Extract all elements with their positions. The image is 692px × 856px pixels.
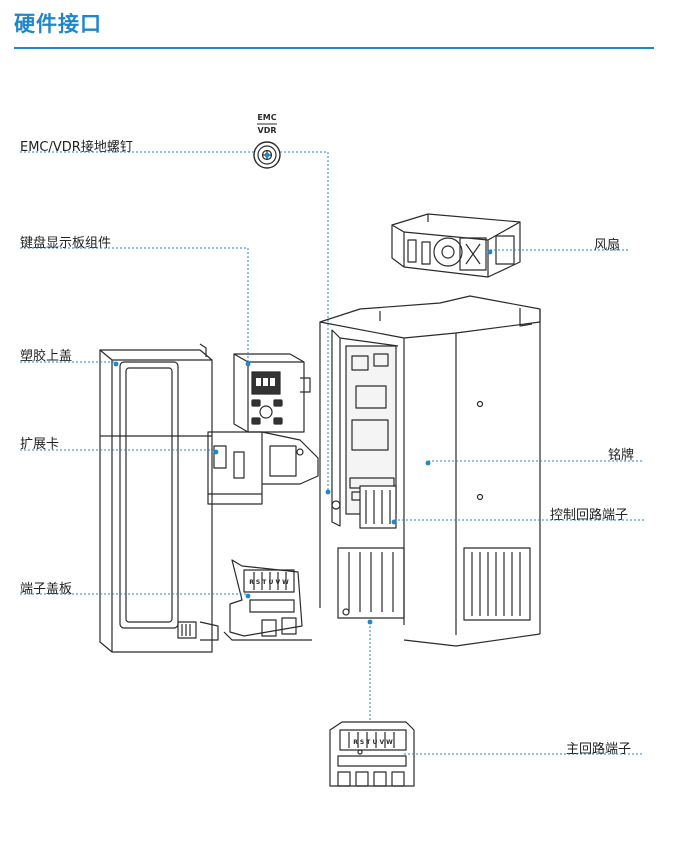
keypad-icon xyxy=(233,353,311,433)
vdr-mark: VDR xyxy=(258,126,277,135)
label-expansion-card: 扩展卡 xyxy=(20,437,60,452)
terminal-cover-marks: R S T U V W xyxy=(249,579,289,586)
label-plastic-cover: 塑胶上盖 xyxy=(20,349,73,364)
label-keypad: 键盘显示板组件 xyxy=(20,236,112,251)
plastic-cover xyxy=(99,343,219,653)
fan-icon xyxy=(391,213,521,278)
main-terminal-marks: R S T U V W xyxy=(353,739,393,746)
label-emc-screw: EMC/VDR接地螺钉 xyxy=(20,140,133,155)
label-nameplate: 铭牌 xyxy=(608,448,635,463)
label-fan: 风扇 xyxy=(594,238,621,253)
label-main-terminal: 主回路端子 xyxy=(566,742,632,757)
expansion-card xyxy=(207,431,319,505)
label-terminal-cover: 端子盖板 xyxy=(20,582,73,597)
drive-housing xyxy=(319,295,541,647)
label-control-terminal: 控制回路端子 xyxy=(550,508,629,523)
title-underline xyxy=(14,47,654,49)
terminal-cover xyxy=(223,559,312,641)
main-terminal-block-icon xyxy=(329,721,415,787)
emc-mark: EMC xyxy=(257,113,276,122)
page-title: 硬件接口 xyxy=(14,12,102,36)
